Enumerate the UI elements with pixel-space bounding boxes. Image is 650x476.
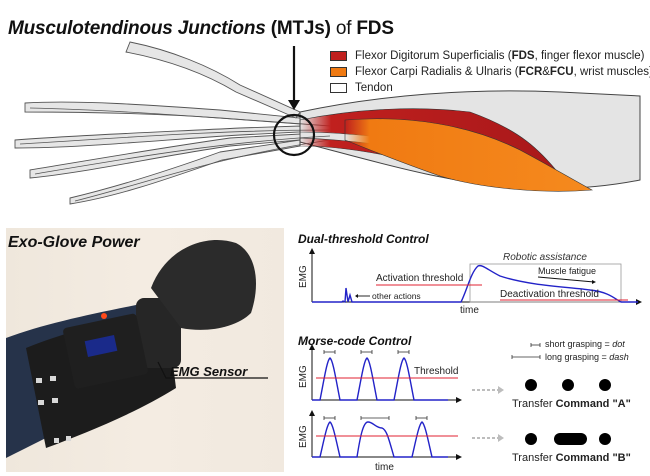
morse-dot xyxy=(525,433,537,445)
fds-swatch xyxy=(330,51,347,61)
fcr-fcu-muscle xyxy=(344,118,594,192)
title-abbrev: (MTJs) xyxy=(270,18,331,39)
y-axis-label: EMG xyxy=(298,365,309,388)
exo-glove-photo xyxy=(6,228,284,472)
morse-charts: EMG Threshold EMG time xyxy=(298,344,462,473)
duration-markers-b xyxy=(323,416,428,420)
photo-title: Exo-Glove Power xyxy=(8,234,140,251)
morse-dot xyxy=(562,379,574,391)
transfer-text: Transfer xyxy=(512,398,556,410)
oled-display xyxy=(84,335,118,357)
y-axis-arrow xyxy=(309,410,315,416)
x-axis-arrow xyxy=(456,454,462,460)
morse-dash xyxy=(554,433,587,445)
figure-title: Musculotendinous Junctions (MTJs) of FDS xyxy=(8,18,394,40)
duration-markers-a xyxy=(323,350,410,354)
tendons xyxy=(19,107,331,202)
glove-illustration xyxy=(6,240,256,458)
battery-straps xyxy=(36,376,71,443)
duration-legend-markers xyxy=(511,343,541,359)
legend-text: & xyxy=(542,66,550,78)
emg-signal-a xyxy=(312,357,448,401)
forearm-anatomy-illustration xyxy=(14,41,641,205)
legend-text: Flexor Digitorum Superficialis ( xyxy=(355,50,512,62)
morse-dot xyxy=(599,433,611,445)
other-actions-arrow-head xyxy=(355,294,358,298)
fatigue-arrow xyxy=(537,276,595,283)
legend-item-tendon: Tendon xyxy=(330,80,650,96)
title-mtj-text: Musculotendinous Junctions xyxy=(8,18,266,39)
y-axis-arrow xyxy=(309,344,315,350)
command-b-label: Transfer Command "B" xyxy=(512,452,631,464)
morse-chart-b: EMG time xyxy=(298,410,462,473)
short-grasping-legend: short grasping = dot xyxy=(545,339,625,349)
transfer-text: Transfer xyxy=(512,452,556,464)
dual-threshold-title: Dual-threshold Control xyxy=(298,232,429,246)
x-axis-label: time xyxy=(375,462,394,473)
morse-title: Morse-code Control xyxy=(298,334,412,348)
glove-hand xyxy=(151,240,256,330)
legend-text: Flexor Carpi Radialis & Ulnaris ( xyxy=(355,66,519,78)
mtj-highlight-circle xyxy=(272,113,316,157)
x-axis-arrow xyxy=(456,397,462,403)
status-led xyxy=(101,313,107,319)
transfer-arrow-b xyxy=(472,434,504,442)
fatigue-arrow-head xyxy=(592,280,596,284)
legend-bold: FCR xyxy=(518,66,543,78)
morse-dot xyxy=(525,379,537,391)
legend-item-fds: Flexor Digitorum Superficialis (FDS, fin… xyxy=(330,48,650,64)
emg-sensor-callout-line xyxy=(157,361,268,379)
command-name: Command "A" xyxy=(555,398,631,410)
fcr-fcu-swatch xyxy=(330,67,347,77)
long-grasping-legend: long grasping = dash xyxy=(545,352,629,362)
legend-text: , wrist muscles) xyxy=(573,66,650,78)
transfer-arrow-a xyxy=(472,386,504,394)
deactivation-threshold-label: Deactivation threshold xyxy=(500,289,599,300)
legend-text: long grasping = xyxy=(545,352,610,362)
title-muscle: FDS xyxy=(356,18,394,39)
legend-text: Tendon xyxy=(355,82,393,94)
dot-term: dot xyxy=(612,339,625,349)
y-axis-label: EMG xyxy=(298,425,309,448)
emg-signal-b xyxy=(312,421,448,458)
legend-bold: FCU xyxy=(549,66,574,78)
legend-text: short grasping = xyxy=(545,339,613,349)
morse-chart-a: EMG Threshold xyxy=(298,344,462,403)
command-name: Command "B" xyxy=(555,452,631,464)
robotic-assistance-label: Robotic assistance xyxy=(503,252,587,263)
threshold-label: Threshold xyxy=(414,366,458,377)
y-axis-arrow xyxy=(309,248,315,254)
morse-code-a xyxy=(525,379,611,391)
robotic-assistance-box xyxy=(469,263,622,303)
y-axis-label: EMG xyxy=(298,265,309,288)
wrist-cuff xyxy=(136,298,181,368)
x-axis-label: time xyxy=(460,305,479,315)
legend-item-fcr-fcu: Flexor Carpi Radialis & Ulnaris (FCR & F… xyxy=(330,64,650,80)
legend-text: , finger flexor muscle) xyxy=(534,50,645,62)
dash-term: dash xyxy=(609,352,629,362)
other-actions-label: other actions xyxy=(372,291,421,301)
muscle-legend: Flexor Digitorum Superficialis (FDS, fin… xyxy=(330,48,650,96)
dual-threshold-chart: EMG time Activation threshold Deactivati… xyxy=(298,248,642,315)
finger-bones xyxy=(14,41,301,205)
title-of: of xyxy=(335,18,352,39)
muscle-fatigue-label: Muscle fatigue xyxy=(538,266,596,276)
x-axis-arrow xyxy=(636,299,642,305)
mtj-arrow-head xyxy=(288,100,300,110)
morse-code-b xyxy=(525,433,611,445)
activation-threshold-label: Activation threshold xyxy=(376,273,463,284)
tendon-swatch xyxy=(330,83,347,93)
legend-bold: FDS xyxy=(511,50,535,62)
emg-sensor-label: EMG Sensor xyxy=(170,364,248,379)
emg-signal xyxy=(312,264,638,303)
command-a-label: Transfer Command "A" xyxy=(512,398,631,410)
morse-dot xyxy=(599,379,611,391)
